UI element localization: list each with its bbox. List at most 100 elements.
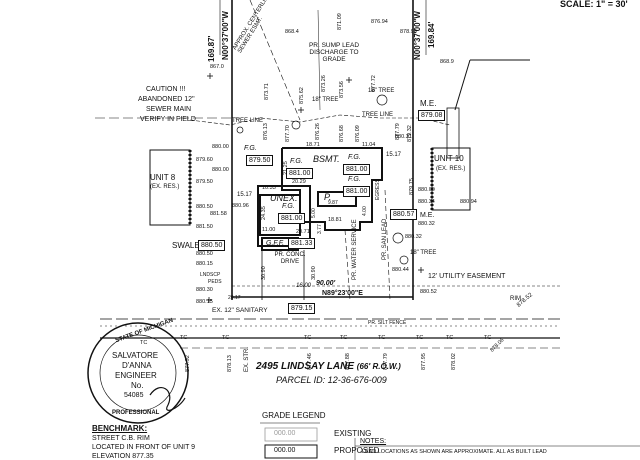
fg-value-1: 879.50: [246, 155, 274, 166]
street-grade-2: 878.13: [227, 355, 233, 372]
grade-left-8: 880.15: [196, 261, 213, 267]
swale-label: SWALE: [172, 241, 200, 250]
grade-right-2: 880.00: [418, 187, 435, 193]
benchmark-line-3: ELEVATION 877.35: [92, 453, 154, 460]
gff-tag: G.F.F.: [266, 240, 285, 247]
grade-right-6: 880.31: [395, 134, 412, 140]
grade-right-5: 880.52: [420, 289, 437, 295]
grade-mid-2: 875.62: [299, 87, 305, 104]
grade-top-6: 868.9: [440, 59, 454, 65]
abandoned-sewer-label: ABANDONED 12": [138, 96, 195, 103]
fg-value-2: 881.00: [286, 168, 314, 179]
grade-mid-10: 876.09: [355, 125, 361, 142]
grade-left-4: 879.50: [196, 179, 213, 185]
dim-7: 10.33: [262, 185, 276, 191]
grade-top-2: 868.4: [285, 29, 299, 35]
tree-line: [189, 114, 451, 126]
grade-mid-8: 876.26: [315, 123, 321, 140]
legend-proposed-label: PROPOSED: [334, 446, 380, 455]
legend-proposed-value: 000.00: [274, 447, 296, 454]
west-distance: 169.87': [207, 35, 216, 62]
south-bearing: N89°23'00"E: [322, 290, 363, 297]
caution-label: CAUTION !!!: [146, 86, 186, 93]
tree-18-b: 18" TREE: [368, 88, 395, 94]
water-service-label: PR. WATER SERVICE: [352, 219, 358, 280]
grade-left-10: 880.96: [232, 203, 249, 209]
dim-2: 11.04: [362, 142, 376, 148]
verify-label: VERIFY IN FIELD: [140, 116, 196, 123]
east-bearing: N00°37'00"W: [413, 11, 422, 60]
fg-tag-4: F.G.: [348, 176, 361, 183]
unex-label: UNEX.: [270, 193, 298, 203]
grade-top-3: 871.09: [337, 13, 343, 30]
ex-str-label: EX. STR.: [244, 346, 250, 372]
grade-mid-6: 876.13: [263, 123, 269, 140]
rim-label: RIM: [510, 296, 521, 302]
me-top-label: M.E.: [420, 99, 437, 108]
seal-title: ENGINEER: [115, 371, 157, 380]
grade-mid-4: 873.56: [339, 81, 345, 98]
dim-14: 4.00: [362, 206, 368, 216]
dim-10: 20.71: [296, 229, 310, 235]
dim-12: 9.87: [328, 200, 338, 206]
me-top-grade: 879.08: [418, 110, 446, 121]
legend-existing-label: EXISTING: [334, 429, 372, 438]
tree-18-a: 18" TREE: [312, 97, 339, 103]
peds-label: PEDS: [208, 279, 222, 285]
dim-16: 30.90: [261, 266, 267, 280]
grade-mid-7: 877.70: [285, 125, 291, 142]
lndscp-label: LNDSCP: [200, 272, 221, 278]
fg-value-4: 881.00: [343, 186, 371, 197]
street-grade-7: 878.02: [451, 353, 457, 370]
dim-19: 20.17: [228, 295, 241, 301]
dim-5: 15.17: [237, 192, 253, 198]
water-service-line: [344, 229, 351, 301]
dim-8: 24.35: [261, 206, 267, 220]
utility-easement-label: 12' UTILITY EASEMENT: [428, 273, 506, 280]
seal-name-1: SALVATORE: [112, 351, 159, 360]
fg-tag-1: F.G.: [244, 145, 257, 152]
dim-18: 16.00: [296, 283, 312, 289]
dim-9: 11.00: [262, 227, 276, 233]
row-text: (66' R.O.W.): [356, 362, 401, 371]
driveway: [261, 250, 305, 300]
benchmark-line-2: LOCATED IN FRONT OF UNIT 9: [92, 444, 196, 451]
dim-3: 21.25: [283, 161, 289, 175]
street-name-text: 2495 LINDSAY LANE: [256, 361, 354, 372]
street-tc-9: TC: [484, 335, 492, 341]
grade-left-1: 880.00: [212, 144, 229, 150]
grade-left-12: 880.15: [196, 299, 213, 305]
unit8-house: [149, 149, 192, 226]
grade-mid-5: 877.72: [371, 75, 377, 92]
grade-right-7: 880.32: [405, 234, 422, 240]
dim-4: 20.29: [292, 179, 306, 185]
san-lead-line: [384, 189, 391, 301]
street-tc-2: TC: [180, 335, 188, 341]
grade-mid-1: 873.71: [264, 83, 270, 100]
egress-label: EGRESS: [375, 179, 381, 200]
me-bottom-grade: 880.57: [390, 209, 418, 220]
fg-value-5: 881.00: [278, 213, 306, 224]
tree-icons: [236, 94, 409, 265]
unit10-house: [430, 147, 471, 211]
fg-tag-3: F.G.: [348, 154, 361, 161]
seal-number: 54085: [124, 392, 144, 399]
grade-right-1: 879.75: [409, 178, 415, 195]
street-tc-7: TC: [416, 335, 424, 341]
gff-value: 881.33: [288, 238, 316, 249]
signature-icon: [149, 387, 186, 411]
silt-fence-label: PR. SILT FENCE: [368, 320, 407, 326]
sanitary-label: EX. 12" SANITARY: [212, 307, 268, 314]
seal-no: No.: [131, 381, 144, 390]
grade-left-9: 881.58: [210, 211, 227, 217]
east-distance: 169.84': [427, 21, 436, 48]
south-distance: 90.00': [316, 280, 336, 287]
street-tc-3: TC: [222, 335, 230, 341]
seal-bottom: PROFESSIONAL: [112, 410, 160, 416]
legend-existing-value: 000.00: [274, 430, 296, 437]
san-lead-label: PR. SAN LEAD: [382, 218, 388, 260]
seal-name-2: D'ANNA: [122, 361, 152, 370]
spot-grade-crosses: [206, 73, 424, 303]
street-name: 2495 LINDSAY LANE (66' R.O.W.): [256, 362, 401, 372]
